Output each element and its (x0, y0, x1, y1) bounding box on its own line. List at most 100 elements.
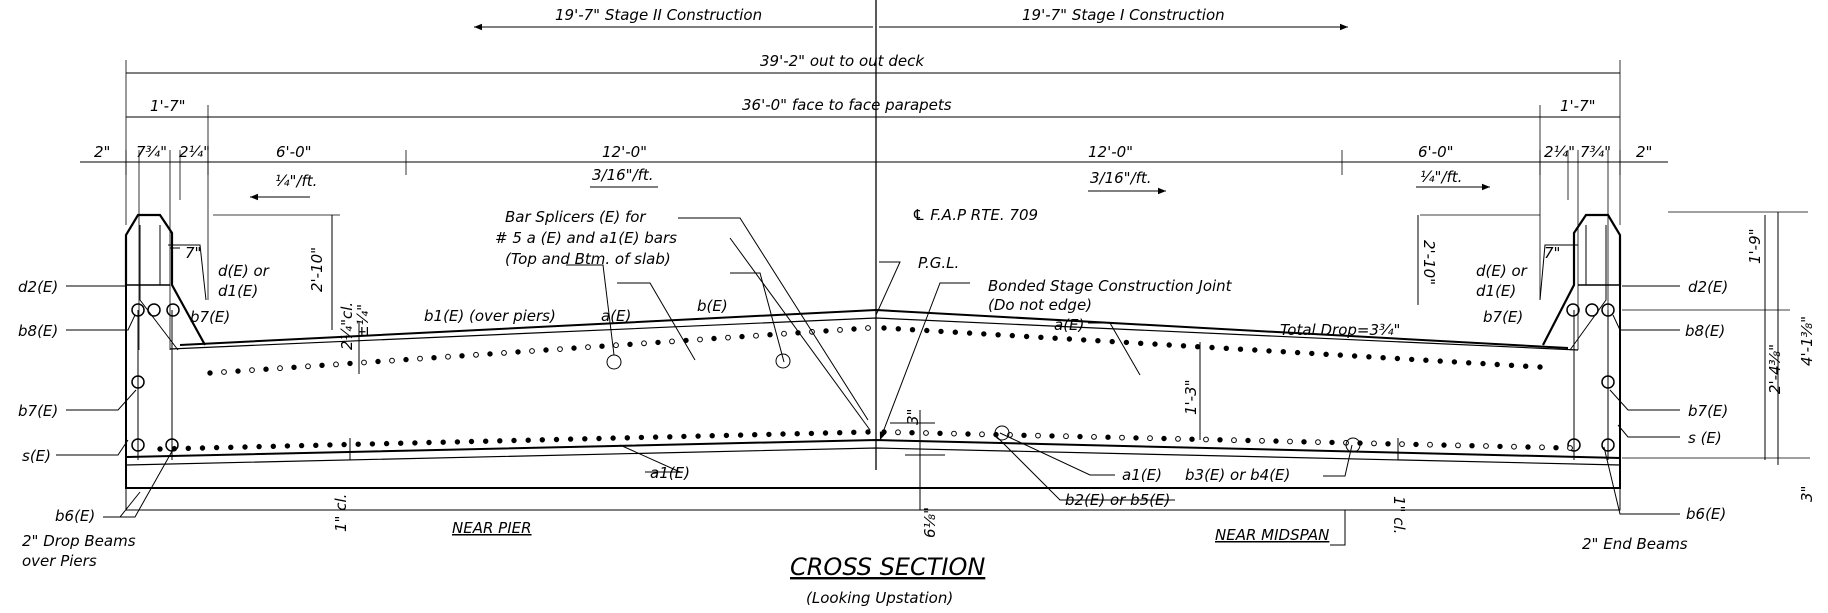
rebar-dot (909, 327, 916, 333)
rebar-dot (669, 338, 675, 345)
rebar-dot (1423, 357, 1429, 363)
rebar-dot (459, 353, 465, 359)
rebar-dot (1427, 441, 1433, 448)
rebar-dot (426, 439, 432, 446)
rebar-dot (1480, 360, 1486, 367)
bar-splicer-marker (994, 425, 1010, 441)
rebar-dot (1252, 347, 1258, 353)
rebar-dot (711, 335, 717, 342)
rebar-dot (966, 330, 973, 336)
rebar-dot (221, 369, 227, 375)
rebar-dot (655, 339, 661, 346)
rebar-dot (585, 344, 591, 351)
reinforcing-bars (157, 325, 1573, 453)
slope-quarter-left: ¼"/ft. (275, 172, 317, 190)
bar-splicers-line2: # 5 a (E) and a1(E) bars (495, 229, 677, 247)
rebar-dot (284, 443, 291, 449)
rebar-dot (291, 364, 297, 370)
rebar-dot (553, 436, 560, 443)
rebar-dot (1203, 436, 1209, 443)
rebar-dot (697, 336, 703, 343)
rebar-dot (369, 441, 376, 447)
rebar-dot (1038, 334, 1044, 340)
rebar-dot (1009, 332, 1015, 339)
rebar-dot (923, 430, 929, 436)
d1cl-right: 1" cl. (1390, 496, 1408, 534)
d734-right: 7¾" (1580, 143, 1611, 161)
rebar-dot (582, 436, 588, 442)
rebar-dot (952, 329, 958, 335)
rebar-dot (1537, 364, 1543, 370)
rebar-dot (1049, 433, 1055, 439)
rebar-dot (737, 432, 744, 438)
rebar-dot (1280, 349, 1287, 355)
rebar-dot (1466, 360, 1472, 366)
bonded-joint-line2: (Do not edge) (988, 296, 1092, 314)
d2E-right: d2(E) (1688, 278, 1728, 296)
rebar-dot (501, 350, 507, 356)
slope-316-left: 3/16"/ft. (592, 166, 654, 184)
rebar-dot (1166, 342, 1172, 348)
aE-left: a(E) (601, 307, 631, 325)
b8E-left: b8(E) (18, 322, 58, 340)
d7-left: 7" (185, 244, 201, 262)
rebar-dot (511, 437, 517, 444)
rebar-dot (1441, 442, 1447, 448)
rebar-dot (979, 431, 985, 438)
rebar-dot (767, 332, 773, 338)
rebar-dot (881, 325, 887, 331)
rebar-dot (305, 363, 311, 370)
small-dimension-marks (349, 322, 1399, 510)
rebar-dot (1469, 443, 1475, 449)
b7E-right: b7(E) (1688, 402, 1728, 420)
rebar-dot (995, 332, 1001, 338)
rebar-dot (417, 355, 423, 362)
rebar-dot (599, 343, 605, 349)
b8E-right: b8(E) (1685, 322, 1725, 340)
rebar-dot (723, 432, 730, 439)
rebar-dot (1394, 355, 1401, 362)
sE-left: s(E) (22, 447, 51, 465)
rebar-dot (1237, 346, 1244, 352)
rebar-dot (270, 443, 276, 449)
bE-label: b(E) (697, 297, 728, 315)
rebar-dot (794, 431, 800, 437)
rebar-dot (1195, 344, 1201, 350)
slope-316-right: 3/16"/ft. (1090, 169, 1152, 187)
rebar-dot (1081, 337, 1087, 343)
rebar-dot (1095, 338, 1101, 344)
rebar-dot (445, 353, 451, 360)
d2-left: 2" (94, 143, 110, 161)
d2-right: 2" (1636, 143, 1652, 161)
b7E-right-top: b7(E) (1483, 308, 1523, 326)
rebar-dot (1133, 435, 1139, 441)
aE-right: a(E) (1054, 316, 1084, 334)
rebar-dot (1483, 443, 1489, 449)
rebar-dot (1309, 350, 1315, 357)
rebar-dot (1231, 437, 1237, 444)
rebar-dot (652, 434, 659, 440)
rebar-dot (1385, 441, 1391, 447)
parapet-right-dimension: 1'-7" (1560, 97, 1596, 115)
rebar-dot (937, 430, 943, 436)
rebar-dot (341, 441, 347, 448)
rebar-dot (1023, 333, 1030, 340)
rebar-dot (313, 442, 319, 448)
rebar-dot (412, 440, 418, 446)
near-pier: NEAR PIER (452, 519, 532, 537)
rebar-dot (256, 443, 262, 450)
rebar-dot (1371, 440, 1377, 447)
sE-right: s (E) (1688, 429, 1722, 447)
rebar-dot (851, 326, 857, 332)
rebar-dot (1273, 438, 1279, 444)
rebar-dot (1077, 433, 1083, 440)
rebar-dot (347, 360, 353, 367)
rebar-dot (1152, 341, 1158, 347)
rebar-dot (1553, 445, 1559, 451)
rebar-dot (667, 434, 673, 440)
rebar-dot (1123, 339, 1130, 346)
rebar-dot (277, 365, 283, 372)
rebar-dot (822, 430, 829, 436)
d214-right: 2¼" (1544, 143, 1575, 161)
